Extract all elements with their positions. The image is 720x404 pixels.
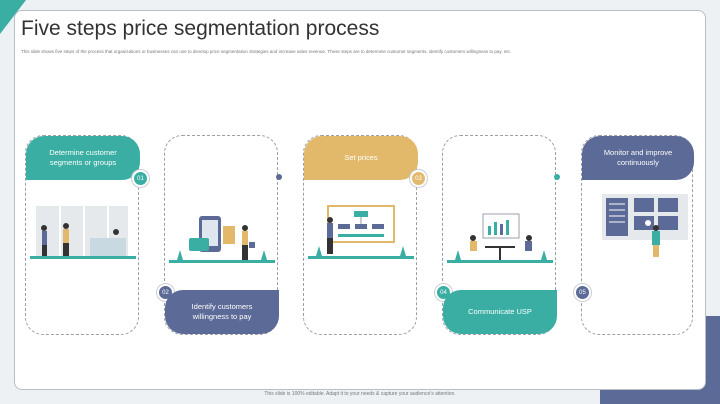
step-card-2: 02 Identify customers willingness to pay <box>157 135 282 335</box>
step-label-1: Determine customer segments or groups <box>26 136 140 180</box>
step-card-4: 04 Communicate USP <box>435 135 560 335</box>
step-card-1: Determine customer segments or groups 01 <box>25 135 149 335</box>
step-dot-2 <box>276 174 282 180</box>
meeting-illustration <box>447 213 553 263</box>
office-reception-illustration <box>30 206 136 259</box>
shopping-payment-illustration <box>169 216 275 263</box>
step-label-5: Monitor and improve continuously <box>582 136 694 180</box>
step-number-3: 03 <box>410 170 427 187</box>
step-label-3: Set prices <box>304 136 418 180</box>
step-card-5: Monitor and improve continuously 05 <box>574 135 694 335</box>
step-number-5: 05 <box>574 284 591 301</box>
slide-subtitle: This slide shows five steps of the proce… <box>21 49 512 54</box>
footer-note: This slide is 100% editable. Adapt it to… <box>264 391 456 397</box>
slide: Five steps price segmentation process Th… <box>14 10 706 390</box>
step-label-2: Identify customers willingness to pay <box>165 290 279 334</box>
corner-decoration-bottom <box>600 386 720 404</box>
step-dot-4 <box>554 174 560 180</box>
presentation-board-illustration <box>308 205 414 259</box>
step-card-3: Set prices 03 <box>303 135 427 335</box>
step-number-1: 01 <box>132 170 149 187</box>
slide-title: Five steps price segmentation process <box>21 17 380 40</box>
step-label-4: Communicate USP <box>443 290 557 334</box>
analytics-dashboard-illustration <box>602 194 688 257</box>
